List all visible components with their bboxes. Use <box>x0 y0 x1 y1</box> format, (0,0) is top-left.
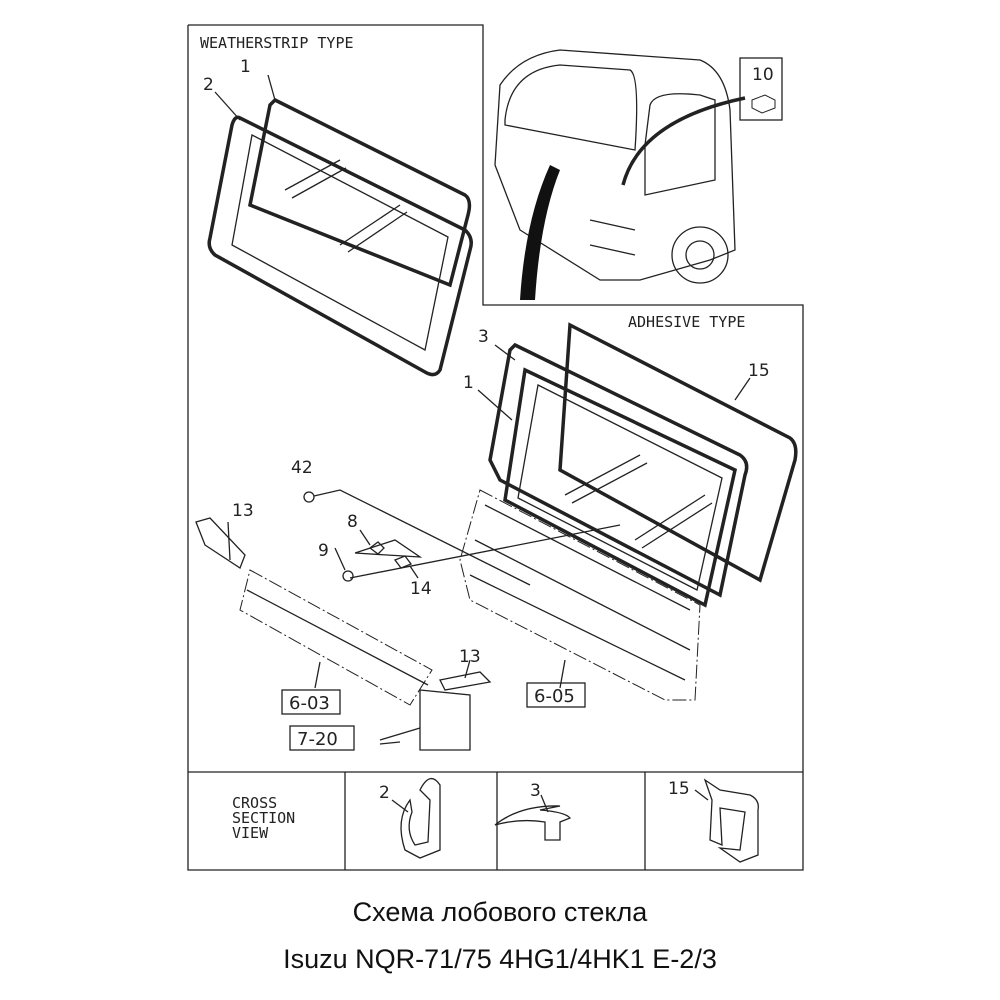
caption-model: Isuzu NQR-71/75 4HG1/4HK1 E-2/3 <box>283 944 717 974</box>
cross-section-15 <box>694 778 759 863</box>
cross-section-title-1: CROSS <box>232 794 277 812</box>
cross-section-title-2: SECTION <box>232 809 295 827</box>
ref-605-label: 6-05 <box>534 686 575 707</box>
callout-8: 8 <box>347 512 358 532</box>
adhesive-type-title: ADHESIVE TYPE <box>628 313 745 331</box>
cross-section-2 <box>391 778 441 859</box>
callout-9: 9 <box>318 541 329 561</box>
callout-1-adhesive: 1 <box>463 373 474 393</box>
callout-14: 14 <box>410 579 432 599</box>
caption-title: Схема лобового стекла <box>352 897 648 927</box>
callout-3: 3 <box>478 327 489 347</box>
ref-603-label: 6-03 <box>289 693 330 714</box>
callout-42: 42 <box>291 458 313 478</box>
adhesive-glass-assembly <box>477 322 798 608</box>
callout-1: 1 <box>240 57 251 77</box>
callout-13-right: 13 <box>459 647 481 667</box>
cross-section-title-3: VIEW <box>232 824 269 842</box>
ref-720-label: 7-20 <box>297 729 338 750</box>
cross-section-label-3: 3 <box>530 781 541 801</box>
cowl-panel <box>239 569 471 751</box>
weatherstrip-glass-assembly <box>207 74 473 377</box>
ref-603[interactable]: 6-03 <box>281 689 341 715</box>
callout-10: 10 <box>752 65 774 85</box>
diagram-frame <box>187 24 804 871</box>
callout-13-left: 13 <box>232 501 254 521</box>
small-parts <box>195 489 621 691</box>
ref-605[interactable]: 6-05 <box>526 682 586 708</box>
weatherstrip-type-title: WEATHERSTRIP TYPE <box>200 34 354 52</box>
cross-section-3 <box>494 794 572 841</box>
cross-section-label-15: 15 <box>668 779 690 799</box>
callout-15: 15 <box>748 361 770 381</box>
truck-cab-illustration <box>494 49 783 300</box>
ref-720[interactable]: 7-20 <box>289 725 355 751</box>
callout-2: 2 <box>203 75 214 95</box>
cross-section-label-2: 2 <box>379 783 390 803</box>
